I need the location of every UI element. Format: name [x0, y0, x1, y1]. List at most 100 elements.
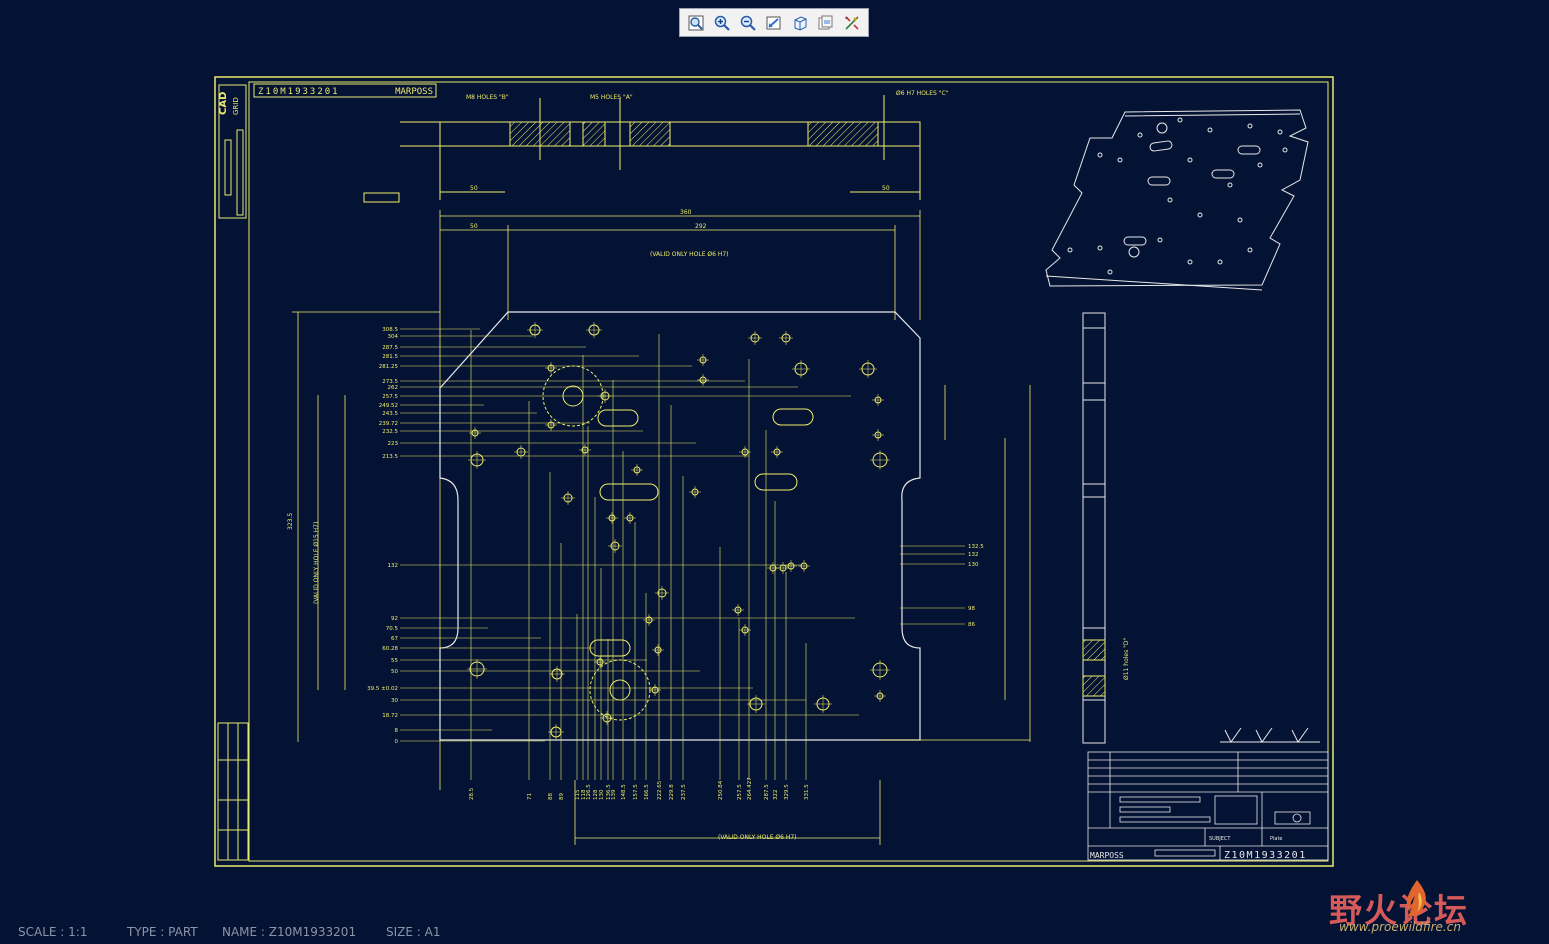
holes-layer [467, 322, 890, 740]
subject-value: Plate [1270, 836, 1283, 842]
status-type: TYPE : PART [127, 925, 198, 939]
right-dim-label: 98 [968, 606, 975, 612]
note-holes-d: Ø11 holes "D" [1123, 637, 1130, 680]
dim-360: 360 [680, 209, 692, 216]
left-dim-label: 262 [388, 385, 399, 391]
note-valid-bottom: (VALID ONLY HOLE Ø6 H7) [718, 834, 797, 841]
left-dim-label: 304 [388, 334, 399, 340]
left-dim-label: 30 [391, 698, 398, 704]
title-drawing-code: Z10M1933201 [1224, 850, 1307, 861]
bottom-dim-label: 331.5 [804, 784, 810, 800]
label-holes-c: Ø6 H7 HOLES "C" [896, 90, 949, 97]
left-dim-label: 0 [395, 739, 399, 745]
left-dim-label: 67 [391, 636, 398, 642]
status-name: NAME : Z10M1933201 [222, 925, 357, 939]
bottom-dim-label: 130 [599, 789, 605, 800]
repaint-icon[interactable] [763, 12, 785, 34]
view-3d-icon[interactable] [789, 12, 811, 34]
bottom-dim-label: 166.5 [644, 784, 650, 800]
sheet-outer-border [214, 76, 1334, 867]
right-dim-label: 132 [968, 552, 979, 558]
label-holes-a: M5 HOLES "A" [590, 94, 633, 101]
left-dim-label: 60.28 [382, 646, 398, 652]
left-dim-label: 243.5 [382, 411, 398, 417]
isometric-view [1045, 109, 1309, 291]
bottom-dim-label: 257.5 [737, 784, 743, 800]
bottom-dim-label: 115 [575, 789, 581, 800]
bottom-dim-label: 222.65 [657, 780, 663, 800]
bottom-dim-label: 88 [548, 793, 554, 800]
outer-dimension-lines [292, 311, 1031, 845]
status-scale: SCALE : 1:1 [18, 925, 88, 939]
top-drawing-code: Z10M1933201 [258, 87, 340, 97]
saved-views-icon[interactable] [815, 12, 837, 34]
bottom-dim-label: 136.5 [606, 784, 612, 800]
left-dim-label: 39.5 ±0.02 [367, 686, 398, 692]
left-dim-label: 92 [391, 616, 398, 622]
left-dim-label: 308.5 [382, 327, 398, 333]
left-dim-label: 70.5 [386, 626, 399, 632]
cad-logo: CAD GRID [218, 84, 247, 219]
left-dimension-labels: 308.5304287.5281.5281.25273.5262257.5249… [367, 327, 398, 745]
zoom-fit-icon[interactable] [685, 12, 707, 34]
left-dim-label: 213.5 [382, 454, 398, 460]
left-dim-label: 239.72 [379, 421, 398, 427]
left-dim-label: 55 [391, 658, 398, 664]
left-dim-label: 273.5 [382, 379, 398, 385]
dimension-grid [400, 328, 965, 780]
dim-50-left: 50 [470, 223, 478, 230]
bottom-dim-label: 139 [611, 789, 617, 800]
right-dim-label: 130 [968, 562, 979, 568]
bottom-dim-label: 157.5 [633, 784, 639, 800]
bottom-dim-label: 71 [527, 793, 533, 800]
left-dim-label: 8 [395, 728, 399, 734]
dim-323-5: 323.5 [287, 513, 294, 530]
zoom-in-icon[interactable] [711, 12, 733, 34]
watermark-url: www.proewildfire.cn [1339, 920, 1461, 934]
logo-text-cad: CAD [218, 92, 229, 115]
bottom-dim-label: 28.5 [469, 787, 475, 800]
bottom-dim-label: 118 [581, 789, 587, 800]
zoom-out-icon[interactable] [737, 12, 759, 34]
side-view [1082, 312, 1106, 744]
logo-text-grid: GRID [232, 97, 240, 115]
left-dim-label: 232.5 [382, 429, 398, 435]
title-block [1087, 751, 1329, 861]
bottom-dim-label: 250.84 [718, 780, 724, 800]
svg-text:*: * [845, 16, 848, 23]
bottom-dim-label: 148.5 [621, 784, 627, 800]
title-brand-mark: MARPOSS [1090, 851, 1124, 860]
bottom-dim-label: 89 [559, 793, 565, 800]
left-dim-label: 257.5 [382, 394, 398, 400]
bottom-dim-label: 287.5 [764, 784, 770, 800]
note-valid-top: (VALID ONLY HOLE Ø6 H7) [650, 251, 729, 258]
right-dim-label: 86 [968, 622, 975, 628]
bottom-dim-label: 322 [773, 790, 779, 801]
bottom-dim-label: 128 [593, 789, 599, 800]
left-dim-label: 50 [391, 669, 398, 675]
top-dimensions [439, 210, 921, 790]
left-dim-label: 223 [388, 441, 399, 447]
bottom-dim-label: 229.8 [669, 784, 675, 800]
bottom-dim-label: 237.5 [681, 784, 687, 800]
left-dim-label: 287.5 [382, 345, 398, 351]
watermark-title: 野火论坛 [1329, 891, 1469, 930]
right-dim-label: 132.5 [968, 544, 984, 550]
forum-watermark: 野火论坛 www.proewildfire.cn [1329, 880, 1529, 939]
bottom-dim-label: 329.5 [784, 784, 790, 800]
left-revision-block [217, 722, 249, 861]
view-toolbar: * [679, 8, 869, 37]
top-code-strip: MARPOSS Z10M1933201 [253, 83, 437, 98]
status-size: SIZE : A1 [386, 925, 441, 939]
left-dim-label: 281.25 [379, 364, 399, 370]
dim-50-section-left: 50 [470, 185, 478, 192]
dim-292: 292 [695, 223, 707, 230]
subject-label: SUBJECT [1209, 836, 1231, 842]
bottom-dim-label: 264.427 [747, 777, 753, 800]
left-dim-label: 18.72 [382, 713, 398, 719]
note-valid-left: (VALID ONLY HOLE Ø15 H7) [313, 522, 320, 604]
left-dim-label: 132 [388, 563, 399, 569]
datum-display-icon[interactable]: * [841, 12, 863, 34]
top-section-view [363, 95, 921, 203]
